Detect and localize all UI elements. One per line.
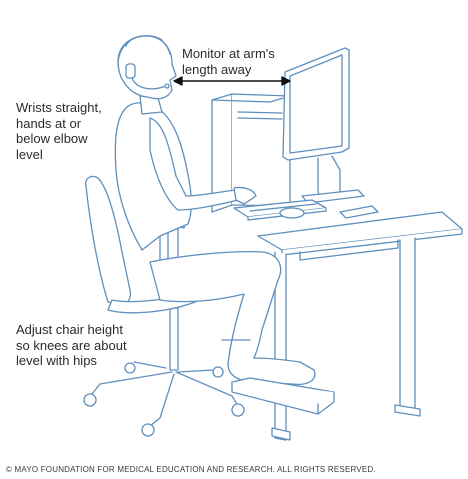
wrist-position-label: Wrists straight, hands at or below elbow…	[16, 100, 102, 162]
mouse	[280, 208, 304, 218]
wrists-label-line-4: level	[16, 147, 102, 163]
double-headed-arrow-icon	[174, 77, 290, 85]
monitor-label-line-1: Monitor at arm's	[182, 46, 275, 62]
chair-height-label: Adjust chair height so knees are about l…	[16, 322, 127, 369]
desk-phone	[340, 206, 378, 218]
wrists-label-line-1: Wrists straight,	[16, 100, 102, 116]
monitor-label-line-2: length away	[182, 62, 275, 78]
chair-label-line-1: Adjust chair height	[16, 322, 127, 338]
wrists-label-line-3: below elbow	[16, 131, 102, 147]
monitor	[283, 48, 364, 203]
copyright-notice: © MAYO FOUNDATION FOR MEDICAL EDUCATION …	[6, 465, 376, 474]
chair-label-line-3: level with hips	[16, 353, 127, 369]
chair-label-line-2: so knees are about	[16, 338, 127, 354]
wrists-label-line-2: hands at or	[16, 116, 102, 132]
monitor-distance-label: Monitor at arm's length away	[182, 46, 275, 77]
